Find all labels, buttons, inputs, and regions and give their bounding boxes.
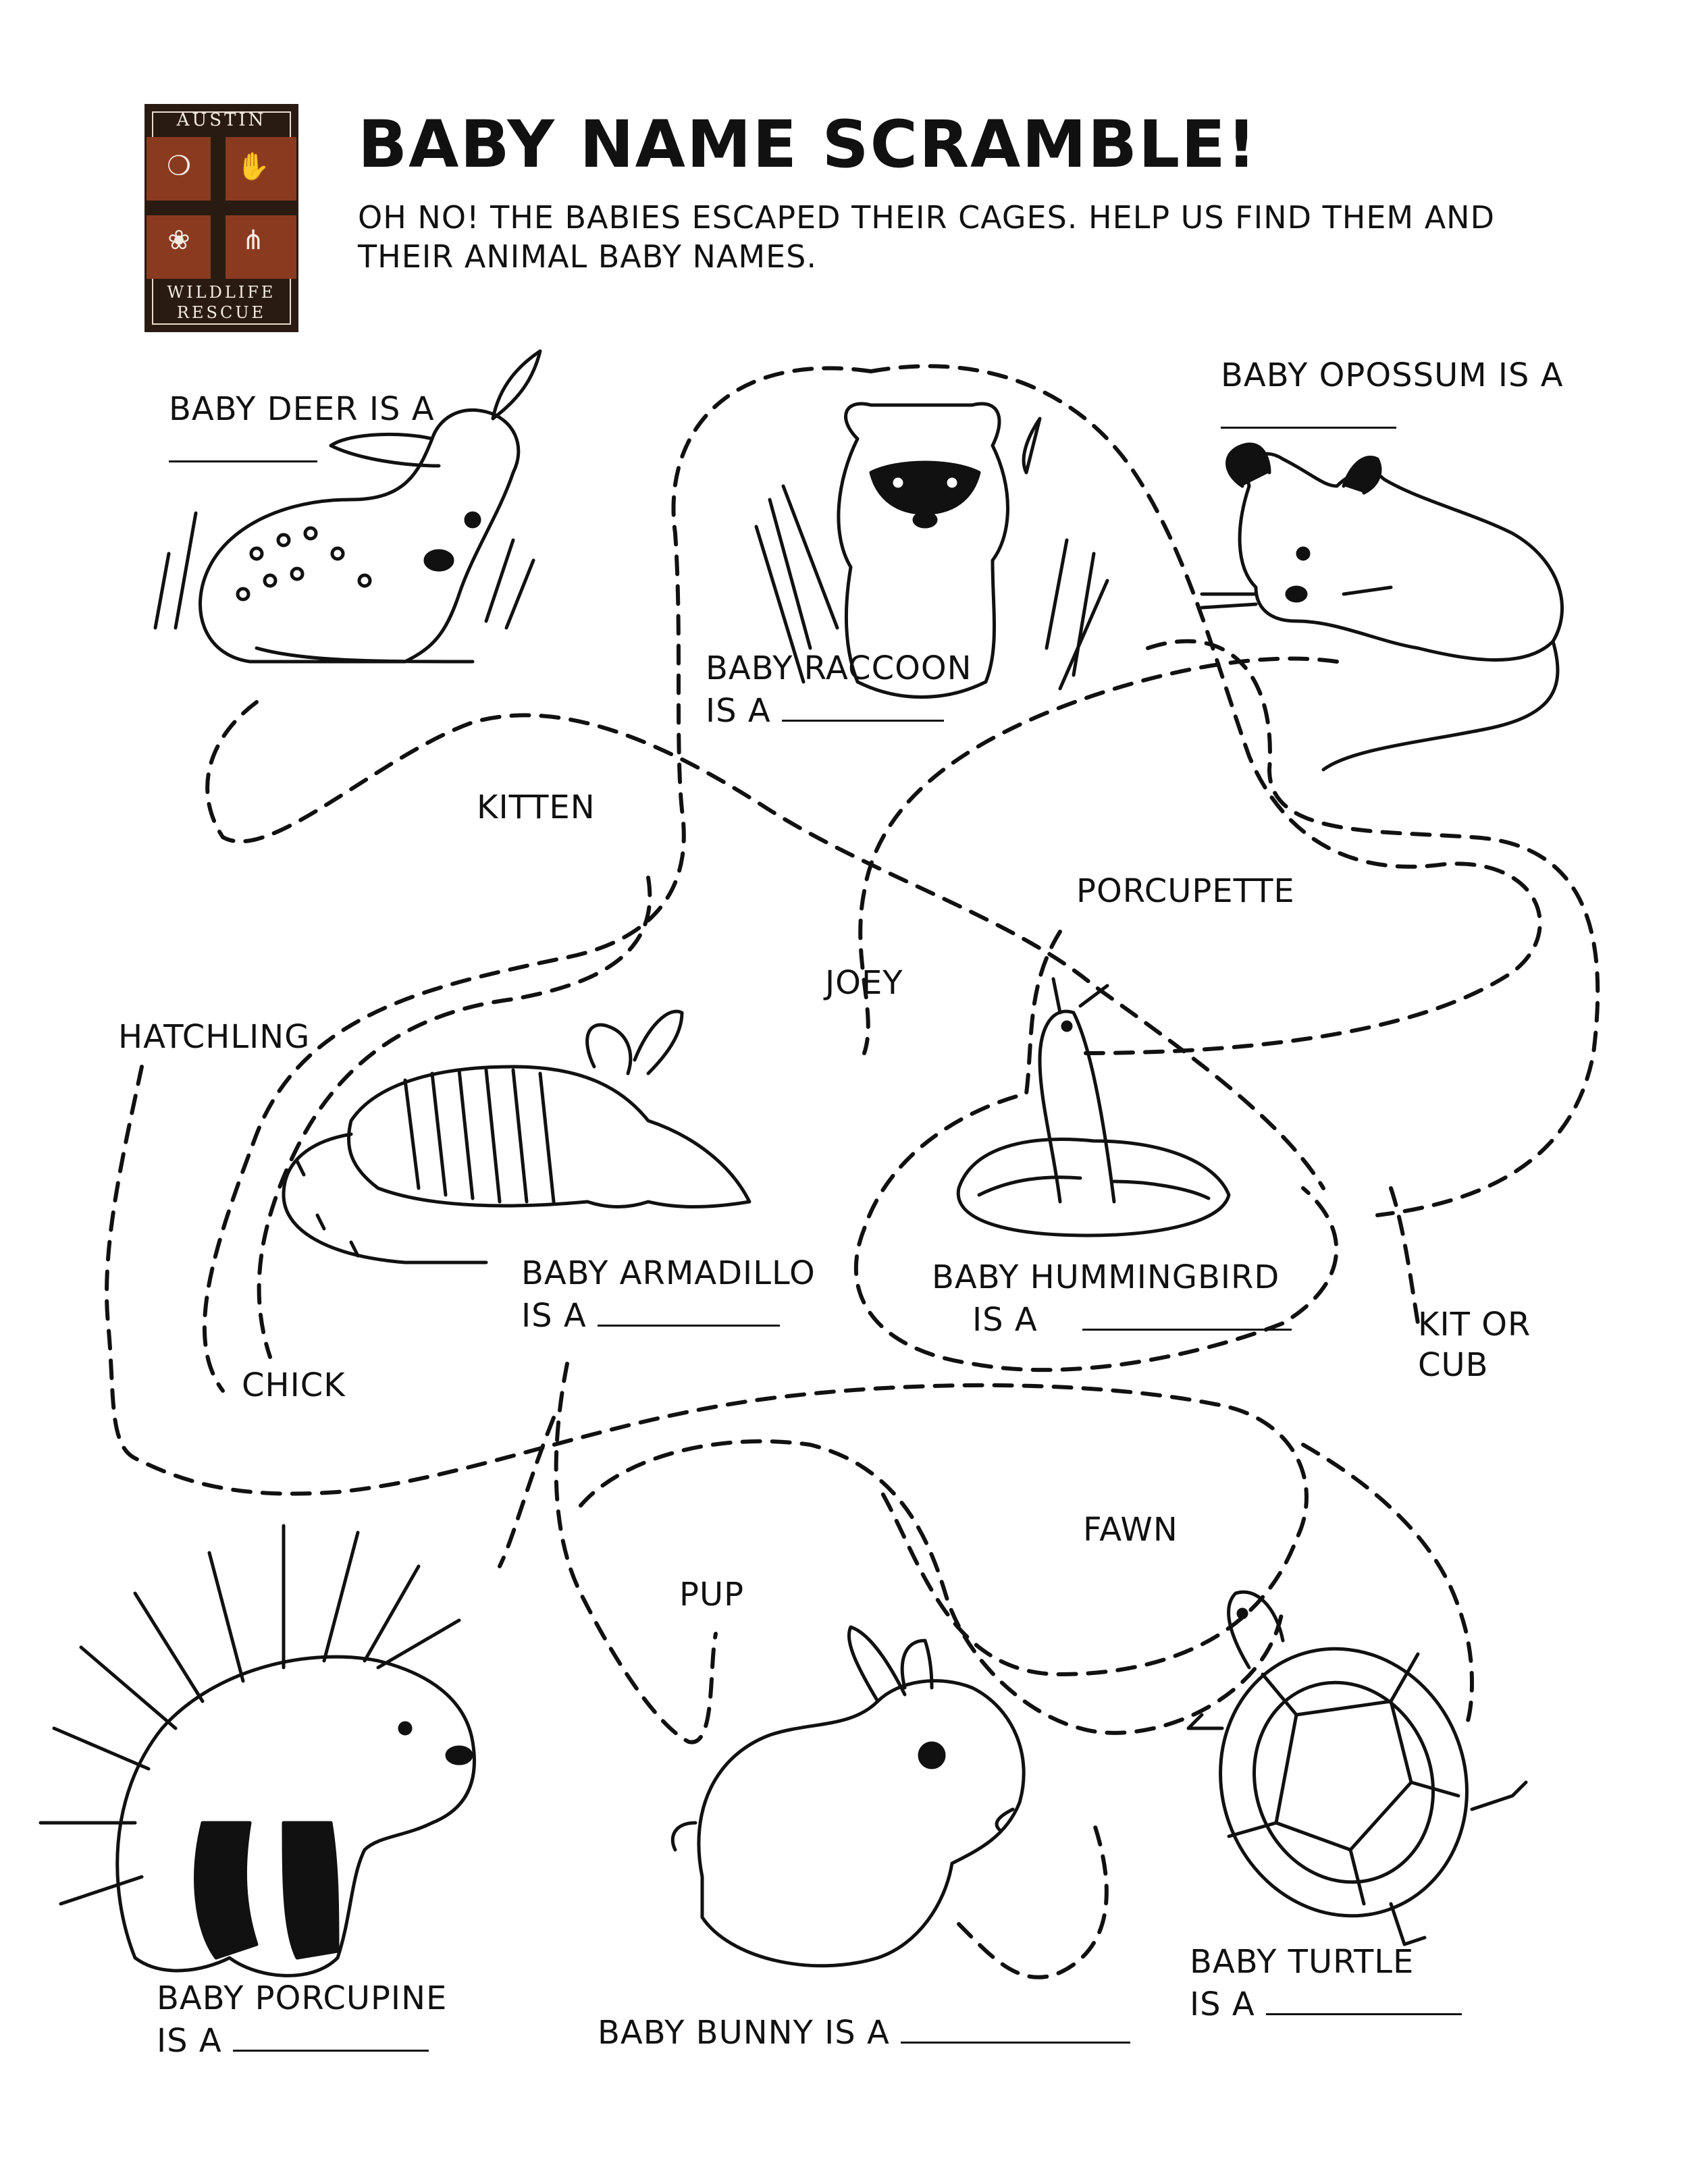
question-raccoon-line2: IS A	[706, 692, 771, 730]
answer-blank-hummingbird[interactable]	[1082, 1298, 1292, 1331]
answer-blank-armadillo[interactable]	[597, 1294, 780, 1327]
turtle-illustration	[1186, 1590, 1528, 1946]
maze-path-turtle	[1301, 1443, 1474, 1730]
word-joey: JOEY	[825, 964, 903, 1002]
word-fawn: FAWN	[1083, 1511, 1178, 1549]
question-porcupine: BABY PORCUPINE IS A	[157, 1978, 447, 2061]
bird-track-icon: ⋔	[242, 225, 265, 256]
hummingbird-illustration	[956, 977, 1231, 1237]
austin-wildlife-rescue-logo: AUSTIN ❍ ✋ ❀ ⋔ WILDLIFE RESCUE	[144, 104, 298, 332]
question-opossum: BABY OPOSSUM IS A	[1221, 355, 1564, 438]
word-hatchling: HATCHLING	[118, 1018, 311, 1056]
question-bunny-text: BABY BUNNY IS A	[598, 2014, 890, 2052]
deer-track-icon: ❍	[167, 151, 191, 182]
word-pup: PUP	[679, 1576, 745, 1614]
word-chick: CHICK	[242, 1366, 346, 1404]
maze-path-opossum	[858, 656, 1339, 1055]
maze-path-raccoon-loop	[202, 366, 873, 1393]
question-turtle-line1: BABY TURTLE	[1190, 1943, 1415, 1981]
logo-top-text: AUSTIN	[176, 110, 267, 130]
maze-paths	[105, 364, 1600, 1979]
answer-blank-turtle[interactable]	[1265, 1982, 1462, 2015]
answer-blank-raccoon[interactable]	[781, 689, 944, 722]
maze-path-pup	[554, 1362, 718, 1744]
question-hummingbird-line1: BABY HUMMINGBIRD	[932, 1258, 1280, 1296]
maze-path-raccoon-top	[869, 364, 1542, 1055]
answer-blank-bunny[interactable]	[901, 2010, 1131, 2044]
word-porcupette: PORCUPETTE	[1076, 872, 1295, 910]
word-kit-or-cub-line2: CUB	[1418, 1346, 1489, 1384]
maze-path-hummingbird	[853, 930, 1339, 1373]
subtitle-line-2: THEIR ANIMAL BABY NAMES.	[358, 238, 817, 275]
question-armadillo-line2: IS A	[521, 1297, 587, 1335]
question-hummingbird-line2: IS A	[972, 1301, 1038, 1339]
answer-blank-porcupine[interactable]	[232, 2019, 429, 2052]
logo-cross-horizontal	[147, 201, 296, 215]
bunny-illustration	[670, 1625, 1026, 1968]
word-kitten: KITTEN	[477, 789, 596, 826]
question-hummingbird: BABY HUMMINGBIRD IS A	[932, 1257, 1292, 1340]
word-kit-or-cub: KIT OR CUB	[1418, 1304, 1531, 1385]
question-deer-text: BABY DEER IS A	[169, 390, 435, 428]
raccoon-illustration	[754, 402, 1109, 699]
question-turtle: BABY TURTLE IS A	[1190, 1942, 1462, 2025]
maze-path-armadillo	[257, 876, 652, 1359]
maze-path-opossum-right	[1146, 639, 1600, 1217]
question-armadillo: BABY ARMADILLO IS A	[521, 1253, 816, 1336]
question-bunny: BABY BUNNY IS A	[598, 2010, 1131, 2053]
question-raccoon: BABY RACCOON IS A	[706, 648, 972, 731]
opossum-illustration	[1200, 442, 1564, 772]
maze-path-hatchling	[105, 1065, 1309, 1677]
armadillo-illustration	[282, 1009, 751, 1264]
question-deer: BABY DEER IS A	[169, 389, 435, 472]
answer-blank-deer[interactable]	[169, 429, 317, 462]
question-turtle-line2: IS A	[1190, 1986, 1255, 2023]
maze-path-bunny-tail	[957, 1821, 1109, 1979]
hand-track-icon: ✋	[236, 151, 270, 182]
question-porcupine-line2: IS A	[157, 2022, 222, 2060]
logo-bottom-line2: RESCUE	[176, 303, 267, 322]
maze-path-porcupine	[498, 1416, 556, 1568]
question-opossum-text: BABY OPOSSUM IS A	[1221, 356, 1564, 394]
paw-print-icon: ❀	[167, 225, 190, 256]
maze-path-kit	[1389, 1186, 1420, 1325]
logo-bottom-line1: WILDLIFE	[167, 283, 276, 302]
word-kit-or-cub-line1: KIT OR	[1418, 1306, 1531, 1343]
question-raccoon-line1: BABY RACCOON	[706, 649, 972, 687]
subtitle-line-1: OH NO! THE BABIES ESCAPED THEIR CAGES. H…	[358, 199, 1496, 236]
porcupine-illustration	[38, 1524, 476, 1977]
logo-cross-panel: ❍ ✋ ❀ ⋔	[147, 137, 296, 279]
maze-path-bunny-loop	[579, 1439, 1285, 1735]
answer-blank-opossum[interactable]	[1221, 396, 1396, 429]
maze-path-deer	[205, 700, 1325, 1190]
question-armadillo-line1: BABY ARMADILLO	[521, 1254, 816, 1292]
fawn-illustration	[153, 349, 542, 664]
question-porcupine-line1: BABY PORCUPINE	[157, 1979, 448, 2017]
page-title: BABY NAME SCRAMBLE!	[358, 107, 1258, 182]
